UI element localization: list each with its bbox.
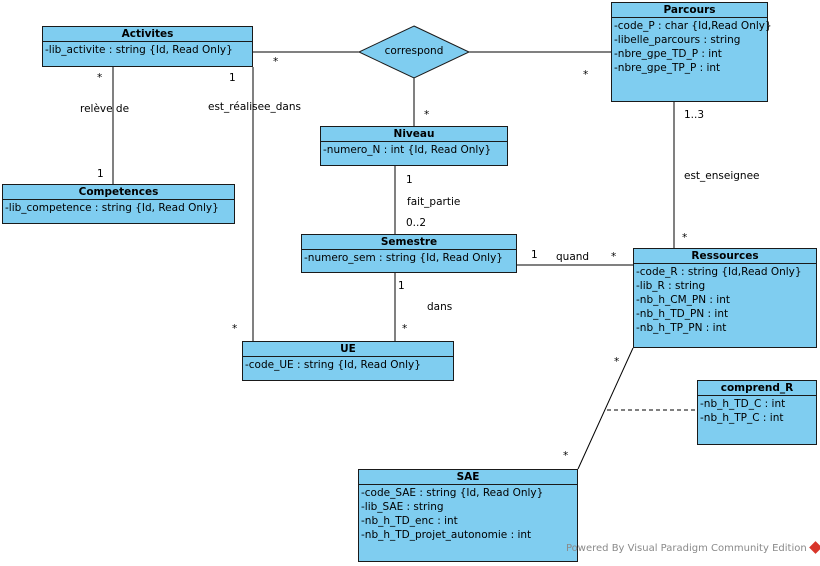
footer-watermark: Powered By Visual Paradigm Community Edi… xyxy=(566,541,820,554)
attribute: -lib_R : string xyxy=(636,280,706,292)
attribute: -lib_activite : string {Id, Read Only} xyxy=(45,44,233,56)
association-label: est_enseignee xyxy=(684,170,760,182)
attribute: -numero_N : int {Id, Read Only} xyxy=(323,144,492,156)
class-semestre-attrs: -numero_sem : string {Id, Read Only} xyxy=(302,250,516,266)
class-ressources[interactable]: Ressources -code_R : string {Id,Read Onl… xyxy=(633,248,817,348)
class-competences-name: Competences xyxy=(3,185,234,200)
class-parcours-name: Parcours xyxy=(612,3,767,18)
multiplicity-label: * xyxy=(614,356,620,368)
multiplicity-label: * xyxy=(232,323,238,335)
association-label: est_réalisee_dans xyxy=(208,101,301,113)
class-activites-attrs: -lib_activite : string {Id, Read Only} xyxy=(43,42,252,58)
attribute: -code_R : string {Id,Read Only} xyxy=(636,266,802,278)
correspond-diamond xyxy=(357,25,471,79)
attribute: -code_UE : string {Id, Read Only} xyxy=(245,359,421,371)
attribute: -nb_h_TP_C : int xyxy=(700,412,784,424)
attribute: -nb_h_TP_PN : int xyxy=(636,322,727,334)
class-ressources-name: Ressources xyxy=(634,249,816,264)
association-label: relève de xyxy=(80,103,130,115)
attribute: -nb_h_TD_PN : int xyxy=(636,308,729,320)
attribute: -nb_h_TD_enc : int xyxy=(361,515,458,527)
class-activites-name: Activites xyxy=(43,27,252,42)
class-comprend-r-attrs: -nb_h_TD_C : int -nb_h_TP_C : int xyxy=(698,396,816,426)
class-comprend-r[interactable]: comprend_R -nb_h_TD_C : int -nb_h_TP_C :… xyxy=(697,380,817,445)
class-ue-name: UE xyxy=(243,342,453,357)
footer-text: Powered By Visual Paradigm Community Edi… xyxy=(566,543,807,554)
multiplicity-label: * xyxy=(563,450,569,462)
attribute: -nb_h_TD_projet_autonomie : int xyxy=(361,529,532,541)
multiplicity-label: * xyxy=(682,232,688,244)
class-ressources-attrs: -code_R : string {Id,Read Only} -lib_R :… xyxy=(634,264,816,336)
attribute: -nb_h_CM_PN : int xyxy=(636,294,730,306)
multiplicity-label: * xyxy=(424,109,430,121)
class-sae-attrs: -code_SAE : string {Id, Read Only} -lib_… xyxy=(359,485,577,543)
multiplicity-label: * xyxy=(402,323,408,335)
multiplicity-label: 1 xyxy=(229,72,236,84)
class-ue[interactable]: UE -code_UE : string {Id, Read Only} xyxy=(242,341,454,381)
multiplicity-label: * xyxy=(611,251,617,263)
association-label: fait_partie xyxy=(407,196,461,208)
class-competences-attrs: -lib_competence : string {Id, Read Only} xyxy=(3,200,234,216)
class-niveau[interactable]: Niveau -numero_N : int {Id, Read Only} xyxy=(320,126,508,166)
attribute: -numero_sem : string {Id, Read Only} xyxy=(304,252,503,264)
class-sae-name: SAE xyxy=(359,470,577,485)
class-sae[interactable]: SAE -code_SAE : string {Id, Read Only} -… xyxy=(358,469,578,562)
association-label: quand xyxy=(556,251,590,263)
class-niveau-attrs: -numero_N : int {Id, Read Only} xyxy=(321,142,507,158)
multiplicity-label: 1 xyxy=(406,174,413,186)
class-niveau-name: Niveau xyxy=(321,127,507,142)
visual-paradigm-logo-icon xyxy=(808,541,820,554)
line-ressources-sae xyxy=(577,347,634,470)
attribute: -nb_h_TD_C : int xyxy=(700,398,786,410)
attribute: -lib_competence : string {Id, Read Only} xyxy=(5,202,219,214)
class-ue-attrs: -code_UE : string {Id, Read Only} xyxy=(243,357,453,373)
multiplicity-label: * xyxy=(583,69,589,81)
class-competences[interactable]: Competences -lib_competence : string {Id… xyxy=(2,184,235,224)
multiplicity-label: 1..3 xyxy=(684,109,705,121)
attribute: -nbre_gpe_TP_P : int xyxy=(614,62,721,74)
association-label: dans xyxy=(427,301,453,313)
class-parcours-attrs: -code_P : char {Id,Read Only} -libelle_p… xyxy=(612,18,772,76)
attribute: -code_P : char {Id,Read Only} xyxy=(614,20,772,32)
class-semestre-name: Semestre xyxy=(302,235,516,250)
attribute: -nbre_gpe_TD_P : int xyxy=(614,48,722,60)
class-activites[interactable]: Activites -lib_activite : string {Id, Re… xyxy=(42,26,253,67)
class-comprend-r-name: comprend_R xyxy=(698,381,816,396)
multiplicity-label: 1 xyxy=(97,168,104,180)
attribute: -lib_SAE : string xyxy=(361,501,444,513)
multiplicity-label: 1 xyxy=(531,249,538,261)
class-semestre[interactable]: Semestre -numero_sem : string {Id, Read … xyxy=(301,234,517,273)
multiplicity-label: * xyxy=(273,56,279,68)
attribute: -libelle_parcours : string xyxy=(614,34,741,46)
multiplicity-label: 0..2 xyxy=(406,217,427,229)
multiplicity-label: * xyxy=(97,72,103,84)
class-parcours[interactable]: Parcours -code_P : char {Id,Read Only} -… xyxy=(611,2,772,102)
association-correspond-label: correspond xyxy=(384,45,444,57)
attribute: -code_SAE : string {Id, Read Only} xyxy=(361,487,544,499)
multiplicity-label: 1 xyxy=(398,280,405,292)
